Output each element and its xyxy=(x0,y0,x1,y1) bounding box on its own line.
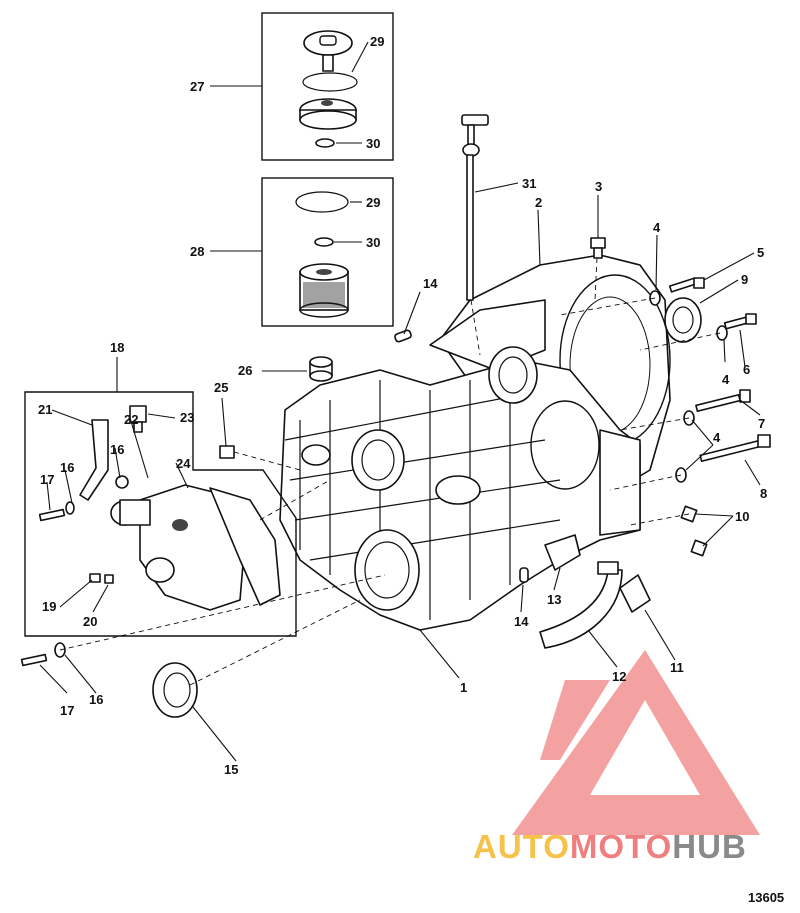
callout-15: 15 xyxy=(224,762,238,777)
callout-30b: 30 xyxy=(366,235,380,250)
callout-29b: 29 xyxy=(366,195,380,210)
callout-1: 1 xyxy=(460,680,467,695)
dowel-pin-14a xyxy=(394,329,412,343)
callout-30a: 30 xyxy=(366,136,380,151)
leader-lines xyxy=(39,41,761,762)
callout-8: 8 xyxy=(760,486,767,501)
kit-box-28 xyxy=(261,177,394,327)
watermark-text: AUTOMOTOHUB xyxy=(473,828,747,865)
watermark-auto: AUTO xyxy=(473,828,570,865)
callout-21: 21 xyxy=(38,402,52,417)
callout-13: 13 xyxy=(547,592,561,607)
callout-6: 6 xyxy=(743,362,750,377)
screws-10 xyxy=(680,505,708,557)
washer-30b xyxy=(314,237,334,247)
callout-16b: 16 xyxy=(110,442,124,457)
callout-7: 7 xyxy=(758,416,765,431)
washer-30a xyxy=(315,138,335,148)
oil-filter xyxy=(295,191,349,318)
callout-27: 27 xyxy=(190,79,204,94)
breather-plug xyxy=(590,237,606,259)
figure-code: 13605 xyxy=(748,890,784,905)
plug-25 xyxy=(219,445,235,459)
callout-28: 28 xyxy=(190,244,204,259)
bolt-17b xyxy=(20,653,48,667)
callout-29a: 29 xyxy=(370,34,384,49)
housing-bolts xyxy=(649,277,771,483)
o-ring-29a xyxy=(302,72,358,92)
watermark-moto: MOTO xyxy=(570,828,672,865)
callout-23: 23 xyxy=(180,410,194,425)
dowel-pin-14b xyxy=(519,567,529,583)
callout-25: 25 xyxy=(214,380,228,395)
hose-clamp-11 xyxy=(619,574,651,613)
callout-11: 11 xyxy=(670,660,684,675)
callout-9: 9 xyxy=(741,272,748,287)
bracket-21 xyxy=(79,419,109,501)
pump-assembly xyxy=(38,405,281,611)
dipstick xyxy=(461,114,489,301)
callout-14a: 14 xyxy=(423,276,438,291)
callout-4c: 4 xyxy=(713,430,721,445)
callout-5: 5 xyxy=(757,245,764,260)
callout-12: 12 xyxy=(612,669,626,684)
callout-20: 20 xyxy=(83,614,97,629)
oil-seal-15 xyxy=(152,662,198,718)
callout-4a: 4 xyxy=(653,220,661,235)
callout-17b: 17 xyxy=(60,703,74,718)
transmission-housing xyxy=(279,254,671,631)
callout-18: 18 xyxy=(110,340,124,355)
callout-24: 24 xyxy=(176,456,191,471)
callout-19: 19 xyxy=(42,599,56,614)
oil-seal-9 xyxy=(664,297,702,343)
callout-16c: 16 xyxy=(89,692,103,707)
callout-31: 31 xyxy=(522,176,536,191)
kit-box-18 xyxy=(24,391,297,637)
gasket-24 xyxy=(209,487,281,606)
bracket-13 xyxy=(544,534,581,571)
callout-26: 26 xyxy=(238,363,252,378)
plug-26 xyxy=(309,356,333,382)
callout-2: 2 xyxy=(535,195,542,210)
o-ring-29b xyxy=(295,191,349,213)
callout-17a: 17 xyxy=(40,472,54,487)
callout-labels: 1 2 3 4 4 4 5 6 7 8 9 10 11 12 13 14 14 … xyxy=(38,34,767,777)
callout-22: 22 xyxy=(124,412,138,427)
watermark-hub: HUB xyxy=(672,828,747,865)
callout-4b: 4 xyxy=(722,372,730,387)
callout-10: 10 xyxy=(735,509,749,524)
filler-cap xyxy=(299,30,358,148)
hose-12 xyxy=(539,561,623,649)
watermark-triangle-logo xyxy=(512,650,760,835)
callout-3: 3 xyxy=(595,179,602,194)
callout-16a: 16 xyxy=(60,460,74,475)
callout-14b: 14 xyxy=(514,614,529,629)
